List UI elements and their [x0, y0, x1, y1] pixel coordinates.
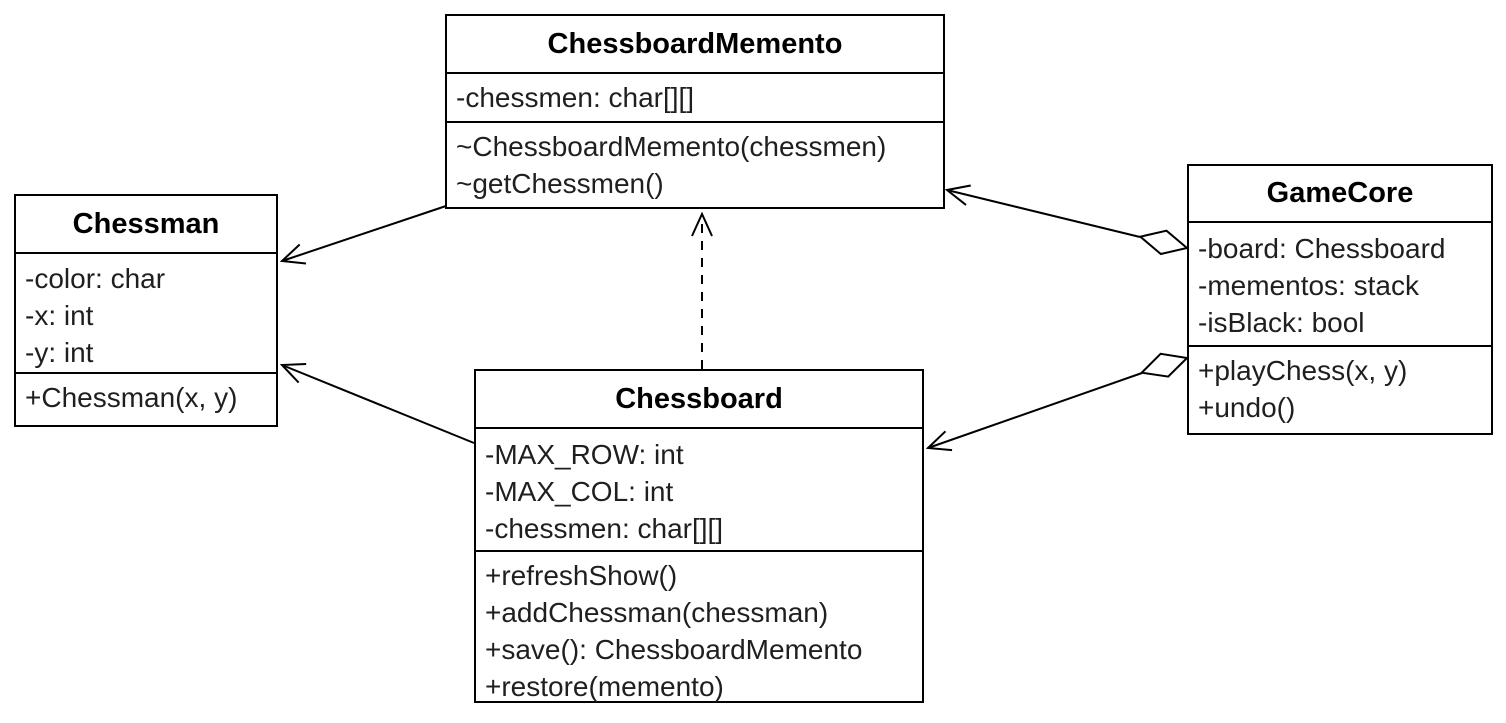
class-title: Chessman	[16, 196, 276, 254]
hollow-diamond-icon	[1138, 229, 1190, 256]
method: ~ChessboardMemento(chessmen)	[456, 131, 887, 162]
attributes-section: -color: char -x: int -y: int	[16, 254, 276, 374]
association-memento-to-chessman	[282, 205, 447, 261]
methods-section: +Chessman(x, y)	[16, 374, 276, 425]
method: +playChess(x, y)	[1198, 355, 1408, 386]
attribute: -MAX_ROW: int	[485, 439, 684, 470]
attributes-section: -chessmen: char[][]	[447, 74, 943, 123]
class-chessboard: Chessboard -MAX_ROW: int -MAX_COL: int -…	[474, 369, 924, 703]
attributes-section: -board: Chessboard -mementos: stack -isB…	[1189, 223, 1491, 347]
class-chessboardmemento: ChessboardMemento -chessmen: char[][] ~C…	[445, 14, 945, 209]
method: +save(): ChessboardMemento	[485, 634, 863, 665]
attribute: -board: Chessboard	[1198, 233, 1446, 264]
attribute: -x: int	[25, 300, 94, 331]
attribute: -mementos: stack	[1198, 270, 1419, 301]
class-title: Chessboard	[476, 371, 922, 429]
class-title: GameCore	[1189, 166, 1491, 223]
class-chessman: Chessman -color: char -x: int -y: int +C…	[14, 194, 278, 427]
attribute: -color: char	[25, 263, 166, 294]
methods-section: +playChess(x, y) +undo()	[1189, 347, 1491, 433]
method: +refreshShow()	[485, 560, 678, 591]
method: +Chessman(x, y)	[25, 382, 238, 413]
aggregation-gamecore-to-memento	[947, 190, 1190, 256]
association-chessboard-to-chessman	[282, 365, 475, 444]
method: ~getChessmen()	[456, 168, 664, 199]
attributes-section: -MAX_ROW: int -MAX_COL: int -chessmen: c…	[476, 429, 922, 552]
method: +addChessman(chessman)	[485, 597, 829, 628]
class-title: ChessboardMemento	[447, 16, 943, 74]
attribute: -isBlack: bool	[1198, 307, 1365, 338]
class-gamecore: GameCore -board: Chessboard -mementos: s…	[1187, 164, 1493, 435]
hollow-diamond-icon	[1139, 352, 1190, 378]
method: +undo()	[1198, 392, 1296, 423]
attribute: -MAX_COL: int	[485, 476, 674, 507]
methods-section: +refreshShow() +addChessman(chessman) +s…	[476, 552, 922, 710]
attribute: -chessmen: char[][]	[456, 82, 695, 113]
aggregation-gamecore-to-chessboard	[928, 352, 1190, 448]
attribute: -y: int	[25, 337, 94, 368]
method: +restore(memento)	[485, 671, 724, 702]
attribute: -chessmen: char[][]	[485, 513, 724, 544]
methods-section: ~ChessboardMemento(chessmen) ~getChessme…	[447, 123, 943, 207]
